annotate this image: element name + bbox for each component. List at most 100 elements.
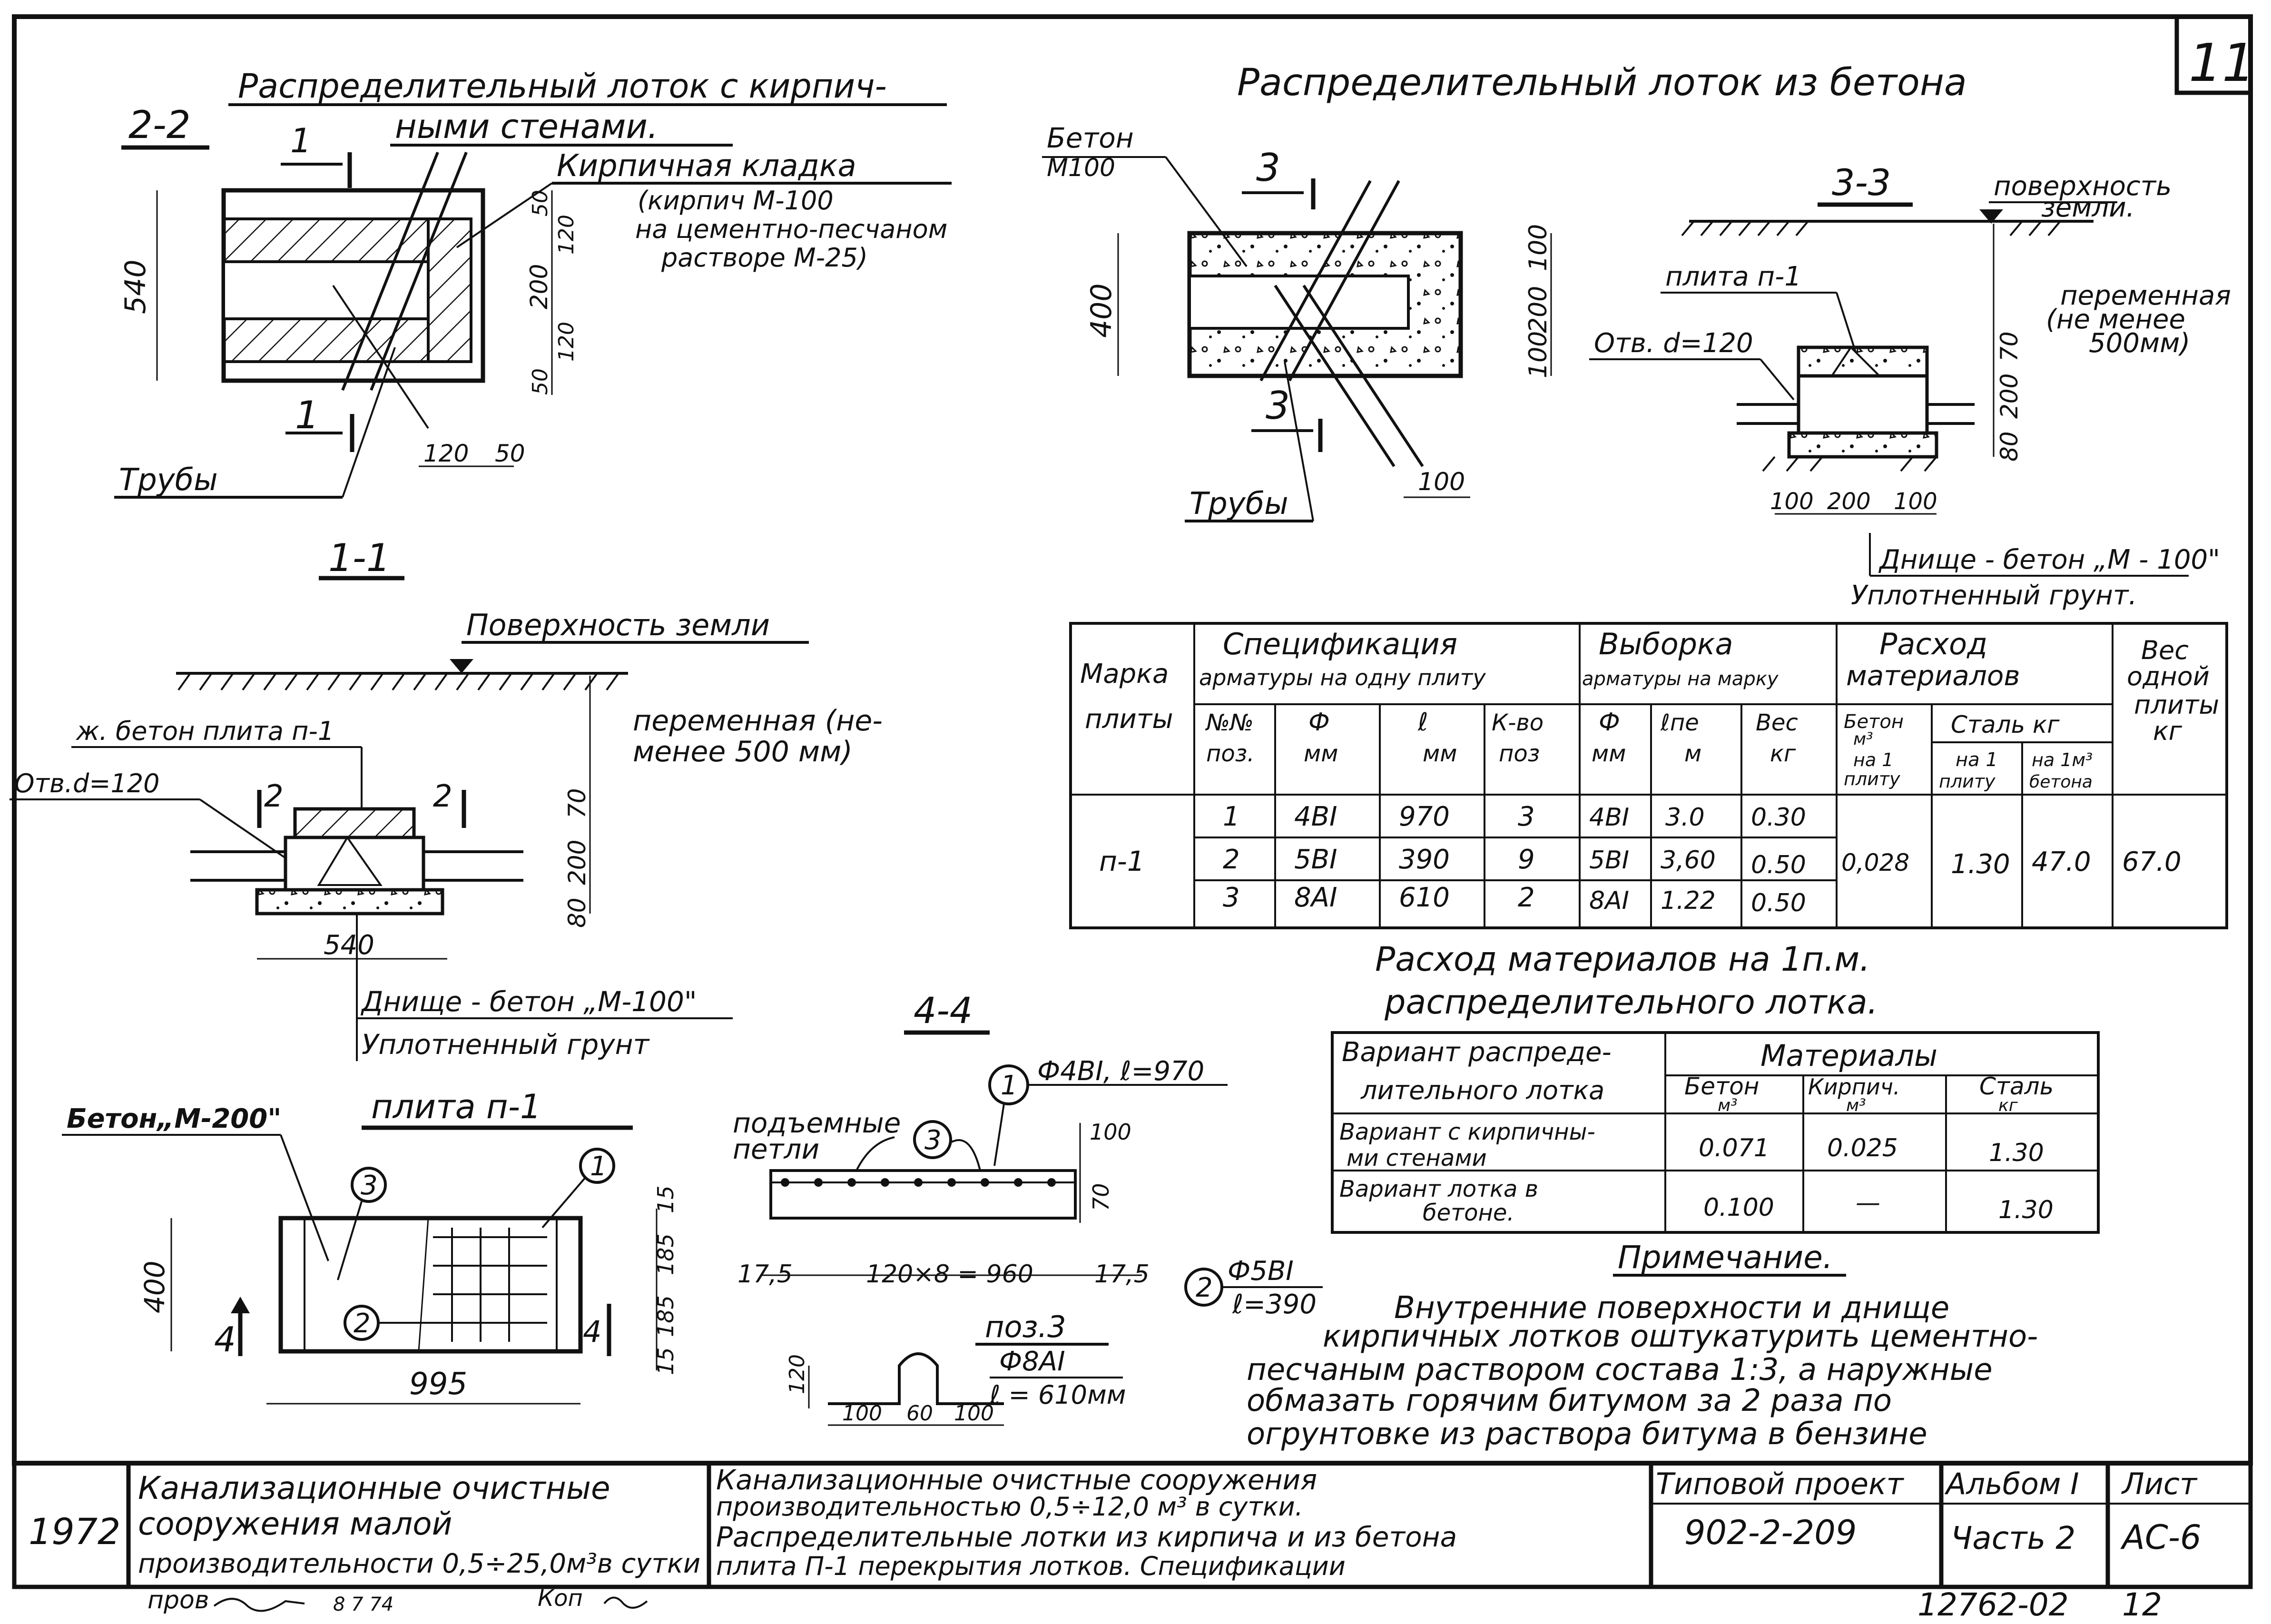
cons-head-steel-1: Сталь — [1979, 1073, 2054, 1100]
spec-row-3: 3 8АI 610 2 8АI 1.22 0.50 — [1223, 882, 1806, 917]
tb-sheet-3: Распределительные лотки из кирпича и из … — [716, 1521, 1457, 1553]
sheet-number: 11 — [2189, 32, 2255, 93]
pos3-dim-120: 120 — [785, 1354, 809, 1394]
slab-3-3: плита п-1 — [1665, 261, 1801, 292]
ground-3-3: поверхность — [1994, 171, 2172, 202]
note-title: Примечание. — [1618, 1239, 1833, 1276]
note-line-5: огрунтовке из раствора битума в бензине — [1247, 1417, 1927, 1452]
brick-note-3: растворе М-25) — [661, 243, 868, 273]
spec-sub-steel-b1: на 1м³ — [2032, 749, 2093, 770]
cons-row-1: Вариант с кирпичны- ми стенами 0.071 0.0… — [1339, 1119, 2044, 1171]
spec-head-mark: Марка — [1080, 659, 1169, 689]
spec-head-rash-1: Расход — [1879, 627, 1987, 661]
cell: 5ВI — [1294, 844, 1337, 875]
cell: 1 — [1223, 801, 1240, 832]
spec-mark: п-1 — [1099, 845, 1145, 877]
bottom-1-1-1: Днище - бетон „М-100" — [360, 985, 697, 1018]
tb-sheet-1: Канализационные очистные сооружения — [716, 1464, 1317, 1496]
tb-work-2: сооружения малой — [138, 1506, 452, 1542]
tb-list-label: Лист — [2121, 1467, 2198, 1501]
tb-below-right-2: 12 — [2122, 1586, 2162, 1623]
spec-weight: 67.0 — [2122, 846, 2182, 877]
dim-b2: 50 — [495, 440, 525, 467]
slab-section-4-right: 4 — [583, 1314, 601, 1349]
cell: 3 — [1518, 801, 1535, 832]
dim-r3: 200 — [525, 264, 553, 309]
pipes-label-2-2: Трубы — [119, 463, 218, 498]
v44-callout-2-l2: ℓ=390 — [1232, 1289, 1317, 1320]
tb-work-1: Канализационные очистные — [138, 1470, 610, 1506]
spec-head-mark-2: плиты — [1085, 704, 1173, 735]
v44-dim-left: 17,5 — [737, 1260, 793, 1289]
v44-callout-2: 2 — [1196, 1272, 1213, 1303]
brick-label: Кирпичная кладка — [557, 148, 856, 184]
dim-r5: 50 — [528, 368, 552, 395]
view-2-2-title-1: Распределительный лоток с кирпич- — [238, 67, 887, 106]
concrete-title: Распределительный лоток из бетона — [1237, 61, 1967, 104]
variable-1-1-1: переменная (не- — [633, 704, 883, 738]
dim-b1: 120 — [423, 440, 469, 467]
spec-head-ves-4: кг — [2153, 716, 2183, 746]
spec-head-spec-2: арматуры на одну плиту — [1199, 665, 1486, 690]
slab-dim-r3: 185 — [653, 1295, 678, 1337]
variable-3-3-1: переменная — [2060, 280, 2231, 311]
cell: 0.025 — [1827, 1134, 1898, 1162]
view-2-2-title-2: ными стенами. — [395, 107, 658, 146]
spec-sub-8: Ф — [1599, 708, 1620, 737]
slab-callout-2: 2 — [354, 1308, 371, 1339]
cell: 8АI — [1294, 882, 1337, 913]
dim-r2: 120 — [554, 215, 579, 255]
slab-concrete: Бетон„М-200" — [67, 1103, 281, 1134]
spec-row-2: 2 5ВI 390 9 5ВI 3,60 0.50 — [1223, 844, 1806, 879]
variable-3-3-2: (не менее — [2046, 304, 2185, 335]
dim-33-b2: 200 — [1827, 488, 1871, 515]
section-2-left: 2 — [264, 779, 284, 814]
pos3-line-1: Ф8АI — [999, 1346, 1065, 1377]
dim-11-r1: 70 — [563, 788, 591, 818]
cell: 1.22 — [1661, 886, 1716, 915]
v44-dim-100: 100 — [1090, 1119, 1131, 1145]
cell: бетоне. — [1423, 1200, 1514, 1226]
consumption-title-2: распределительного лотка. — [1384, 983, 1878, 1022]
view-3-3-label: 3-3 — [1832, 161, 1891, 204]
dim-33-b1: 100 — [1770, 488, 1814, 515]
spec-sub-steel-a1: на 1 — [1956, 749, 1998, 771]
tb-sheet-4: плита П-1 перекрытия лотков. Спецификаци… — [716, 1551, 1346, 1581]
dim-c3: 100 — [1524, 331, 1553, 378]
slab-dim-r4: 15 — [653, 1347, 678, 1375]
dim-c2: 200 — [1524, 286, 1553, 333]
cell: 2 — [1518, 882, 1535, 913]
dim-c1: 100 — [1524, 224, 1553, 271]
note-line-2: кирпичных лотков оштукатурить цементно- — [1323, 1319, 2038, 1354]
spec-head-ves-3: плиты — [2134, 690, 2219, 720]
view-2-2-label: 2-2 — [128, 103, 191, 147]
slab-title: плита п-1 — [371, 1087, 541, 1126]
tb-album-value: Часть 2 — [1951, 1520, 2075, 1556]
tb-project-label: Типовой проект — [1656, 1467, 1905, 1501]
cell: 3.0 — [1665, 803, 1705, 832]
cons-head-brick-2: м³ — [1846, 1096, 1866, 1115]
cell: 9 — [1518, 844, 1535, 875]
dim-11-r2: 200 — [563, 840, 591, 885]
checker-signature-icon — [213, 1598, 305, 1612]
pipes-label-concrete: Трубы — [1190, 486, 1288, 522]
spec-sub-beton-2: м³ — [1853, 729, 1873, 749]
section-2-right: 2 — [433, 779, 452, 814]
spec-sub-steel-b2: бетона — [2029, 772, 2093, 792]
brick-note-2: на цементно-песчаном — [635, 214, 947, 244]
tb-work-3: производительности 0,5÷25,0м³в сутки — [138, 1548, 700, 1579]
spec-sub-beton-4: плиту — [1844, 768, 1900, 789]
ground-1-1: Поверхность земли — [466, 608, 770, 642]
spec-sub-3: мм — [1304, 740, 1338, 767]
dim-33-r1: 70 — [1996, 331, 2023, 362]
dim-33-b3: 100 — [1894, 488, 1937, 515]
cons-head-brick-1: Кирпич. — [1808, 1074, 1900, 1100]
cell: 3,60 — [1661, 846, 1716, 875]
note-line-3: песчаным раствором состава 1:3, а наружн… — [1247, 1352, 1993, 1388]
spec-sub-9: мм — [1592, 740, 1626, 767]
bottom-3-3-2: Уплотненный грунт. — [1851, 580, 2137, 611]
tb-list-value: АС-6 — [2120, 1518, 2202, 1557]
cons-head-steel-2: кг — [1998, 1096, 2018, 1115]
dim-r4: 120 — [554, 322, 579, 362]
spec-sub-steel: Сталь кг — [1951, 711, 2060, 738]
